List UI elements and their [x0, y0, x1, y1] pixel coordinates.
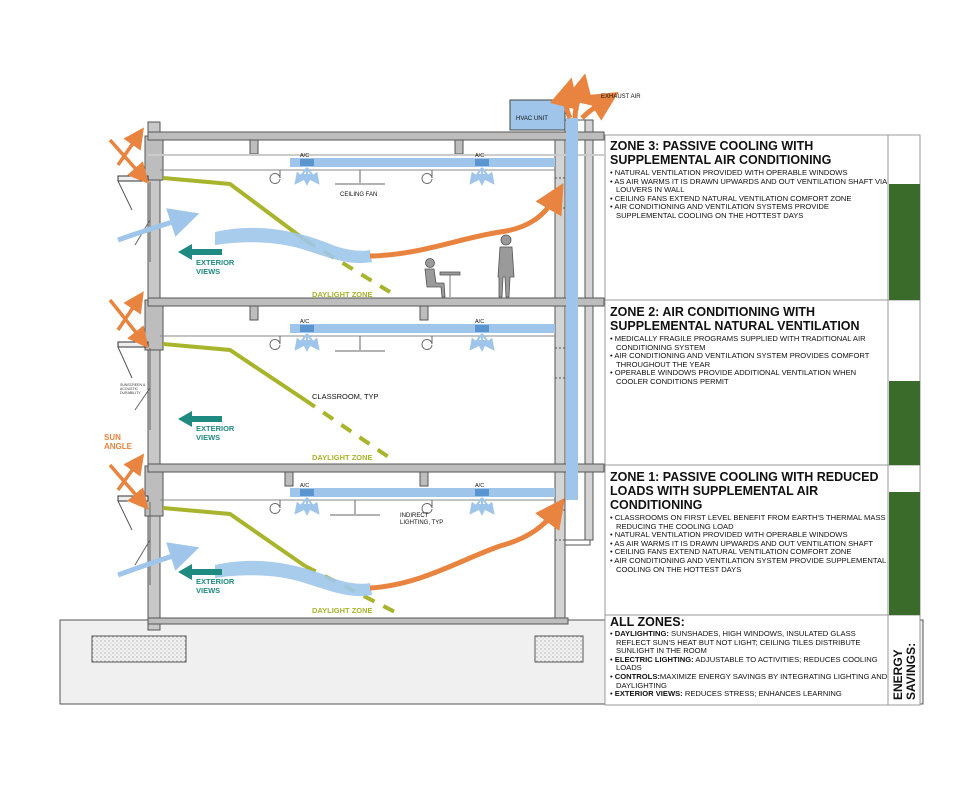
ac-duct-zone3: [290, 158, 555, 167]
zone2-bullet: MEDICALLY FRAGILE PROGRAMS SUPPLIED WITH…: [610, 334, 888, 352]
daylight-zone-label-1: DAYLIGHT ZONE: [312, 606, 373, 615]
all-zones-title: ALL ZONES:: [610, 615, 685, 629]
ac-label: A/C: [300, 153, 309, 159]
all-zones-panel: ALL ZONES: DAYLIGHTING: SUNSHADES, HIGH …: [610, 615, 888, 699]
energy-bar-zone3: [889, 184, 920, 300]
exterior-views-label-3a: EXTERIOR: [196, 258, 235, 267]
indirect-lighting-label-1: INDIRECT: [400, 513, 429, 519]
all-zones-item-key: EXTERIOR VIEWS:: [614, 689, 683, 699]
all-zones-item-text: SUNSHADES, HIGH WINDOWS, INSULATED GLASS…: [616, 629, 861, 656]
zone-panel: [604, 134, 921, 706]
exhaust-air-label: EXHAUST AIR: [601, 94, 641, 100]
sun-angle-label-1: SUN: [104, 433, 121, 442]
all-zones-item-key: DAYLIGHTING:: [614, 629, 669, 638]
zone1-bullet: NATURAL VENTILATION PROVIDED WITH OPERAB…: [610, 531, 888, 540]
exterior-views-label-3b: VIEWS: [196, 267, 220, 276]
classroom-label: CLASSROOM, TYP: [312, 392, 379, 401]
energy-savings-line-1: ENERGY: [891, 649, 905, 700]
sunscreen-note-2: ACOUSTIC: [120, 387, 139, 391]
energy-bar-zone2: [889, 381, 920, 465]
exterior-views-label-2a: EXTERIOR: [196, 424, 235, 433]
ac-label: A/C: [475, 319, 484, 325]
ac-duct-zone2: [290, 324, 555, 333]
supply-shaft: [566, 118, 578, 500]
ac-diffuser: [475, 159, 489, 166]
zone3-bullet: AIR CONDITIONING AND VENTILATION SYSTEMS…: [610, 203, 888, 220]
zone3-bullet: CEILING FANS EXTEND NATURAL VENTILATION …: [610, 194, 888, 204]
ac-airflow-arrow: [306, 497, 320, 515]
zone1-panel: ZONE 1: PASSIVE COOLING WITH REDUCED LOA…: [610, 470, 888, 574]
zone1-bullet: AS AIR WARMS IT IS DRAWN UPWARDS AND OUT…: [610, 539, 888, 549]
ac-airflow-arrow: [306, 167, 320, 185]
ac-airflow-arrow: [481, 333, 495, 351]
exterior-views-label-1b: VIEWS: [196, 586, 220, 595]
all-zones-item: DAYLIGHTING: SUNSHADES, HIGH WINDOWS, IN…: [610, 629, 888, 656]
zone2-bullets: MEDICALLY FRAGILE PROGRAMS SUPPLIED WITH…: [610, 334, 888, 387]
ac-label: A/C: [300, 319, 309, 325]
ac-duct-zone1: [290, 488, 555, 497]
energy-bar-zone1: [889, 492, 920, 615]
zone2-title: ZONE 2: AIR CONDITIONING WITH SUPPLEMENT…: [610, 305, 860, 333]
zone1-title: ZONE 1: PASSIVE COOLING WITH REDUCED LOA…: [610, 470, 879, 512]
zone2-bullet: AIR CONDITIONING AND VENTILATION SYSTEM …: [610, 351, 888, 369]
sunscreen-note-1: SUNSCREEN &: [120, 383, 146, 387]
zone2-panel: ZONE 2: AIR CONDITIONING WITH SUPPLEMENT…: [610, 305, 888, 387]
ac-diffuser: [475, 489, 489, 496]
ac-diffuser: [300, 489, 314, 496]
all-zones-item: CONTROLS:MAXIMIZE ENERGY SAVINGS BY INTE…: [610, 671, 888, 690]
energy-savings-label: ENERGY SAVINGS:: [891, 643, 918, 700]
exterior-views-label-1a: EXTERIOR: [196, 577, 235, 586]
ac-label: A/C: [300, 483, 309, 489]
all-zones-item: EXTERIOR VIEWS: REDUCES STRESS; ENHANCES…: [610, 689, 888, 699]
ac-label: A/C: [475, 153, 484, 159]
zone2-bullet: OPERABLE WINDOWS PROVIDE ADDITIONAL VENT…: [610, 369, 888, 386]
sun-angle-label-2: ANGLE: [104, 442, 133, 451]
ac-label: A/C: [475, 483, 484, 489]
zone1-bullet: CEILING FANS EXTEND NATURAL VENTILATION …: [610, 548, 888, 557]
zone1-bullet: AIR CONDITIONING AND VENTILATION SYSTEM …: [610, 556, 888, 574]
hvac-unit: [509, 99, 566, 131]
zone3-panel: ZONE 3: PASSIVE COOLING WITH SUPPLEMENTA…: [610, 139, 888, 221]
all-zones-list: DAYLIGHTING: SUNSHADES, HIGH WINDOWS, IN…: [610, 629, 888, 699]
all-zones-item-text: ADJUSTABLE TO ACTIVITIES; REDUCES COOLIN…: [616, 654, 878, 673]
ac-airflow-arrow: [481, 167, 495, 185]
ac-diffuser: [300, 159, 314, 166]
all-zones-item: ELECTRIC LIGHTING: ADJUSTABLE TO ACTIVIT…: [610, 654, 888, 673]
sunscreen-note-3: DURABILITY: [120, 391, 141, 395]
zone1-bullet: CLASSROOMS ON FIRST LEVEL BENEFIT FROM E…: [610, 513, 888, 531]
zone3-bullet: AS AIR WARMS IT IS DRAWN UPWARDS AND OUT…: [610, 177, 888, 195]
footing-left: [91, 635, 187, 663]
daylight-zone-label-3: DAYLIGHT ZONE: [312, 290, 373, 299]
indirect-lighting-label-2: LIGHTING, TYP: [400, 520, 443, 526]
hvac-unit-label: HVAC UNIT: [516, 116, 548, 122]
ac-airflow-arrow: [306, 333, 320, 351]
zone1-bullets: CLASSROOMS ON FIRST LEVEL BENEFIT FROM E…: [610, 513, 888, 574]
all-zones-item-key: CONTROLS:: [614, 671, 660, 681]
daylight-zone-label-2: DAYLIGHT ZONE: [312, 453, 373, 462]
all-zones-item-key: ELECTRIC LIGHTING:: [614, 654, 694, 664]
zone3-bullets: NATURAL VENTILATION PROVIDED WITH OPERAB…: [610, 168, 888, 221]
ac-airflow-arrow: [481, 497, 495, 515]
exterior-views-label-2b: VIEWS: [196, 433, 220, 442]
all-zones-item-text: REDUCES STRESS; ENHANCES LEARNING: [682, 689, 842, 699]
ac-diffuser: [475, 325, 489, 332]
energy-savings-line-2: SAVINGS:: [904, 643, 918, 700]
ceiling-fan-label: CEILING FAN: [340, 192, 377, 198]
ac-diffuser: [300, 325, 314, 332]
zone3-bullet: NATURAL VENTILATION PROVIDED WITH OPERAB…: [610, 168, 888, 178]
zone3-title: ZONE 3: PASSIVE COOLING WITH SUPPLEMENTA…: [610, 139, 832, 167]
footing-right: [534, 635, 584, 663]
all-zones-item-text: MAXIMIZE ENERGY SAVINGS BY INTEGRATING L…: [616, 671, 888, 690]
